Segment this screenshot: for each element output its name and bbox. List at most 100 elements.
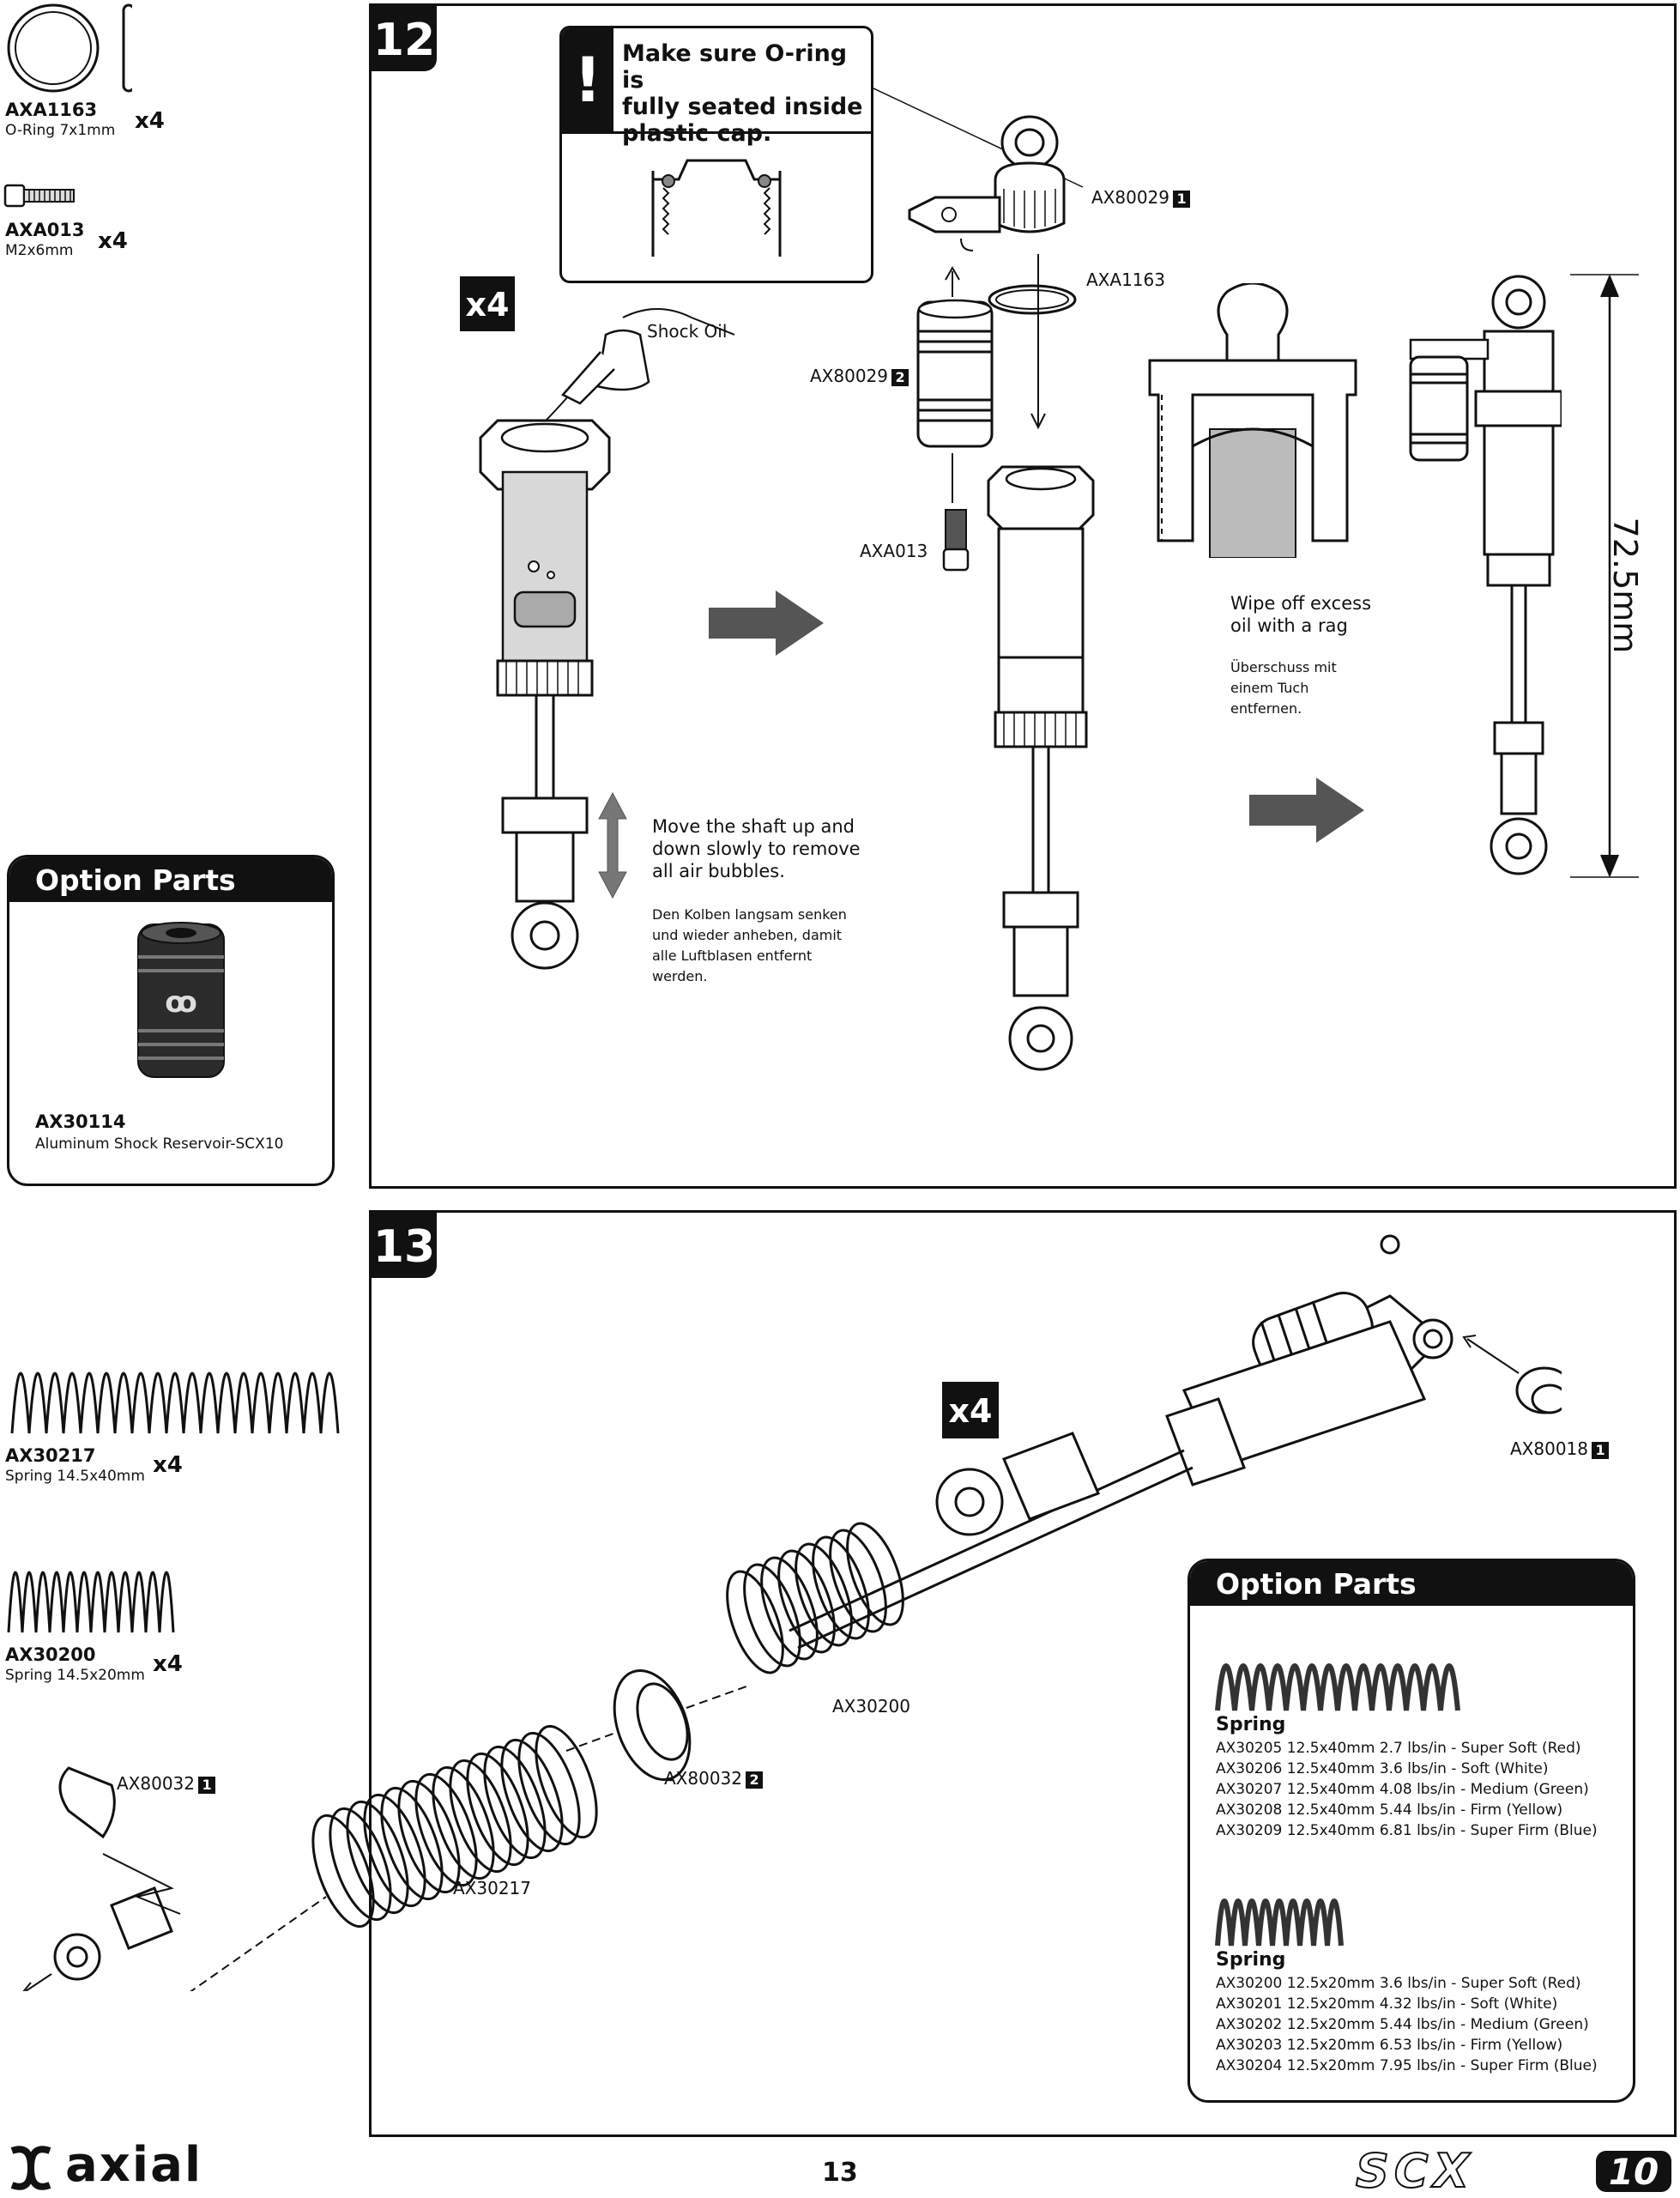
warning-box: ! Make sure O-ring is fully seated insid…	[559, 26, 873, 283]
step-13-frame	[369, 1210, 1677, 2137]
assembled-shock-icon	[1409, 275, 1562, 875]
part-label-text: AX80029	[810, 366, 889, 386]
part-code: AX30200	[5, 1644, 96, 1665]
part-desc: Spring 14.5x40mm	[5, 1468, 145, 1485]
part-label-text: AX80032	[664, 1768, 743, 1789]
model-name: SCX	[1355, 2143, 1475, 2198]
spring-long-icon	[1215, 1663, 1460, 1711]
brand-name: axial	[65, 2137, 203, 2193]
spring-short-icon	[7, 1571, 175, 1633]
part-label-text: AX80029	[1091, 187, 1170, 208]
warning-line: Make sure O-ring is	[622, 40, 848, 94]
instruction-line: alle Luftblasen entfernt	[652, 948, 813, 964]
spring-spec-list-long: AX30205 12.5x40mm 2.7 lbs/in - Super Sof…	[1216, 1738, 1598, 1841]
quantity-badge: x4	[460, 276, 515, 331]
screw-icon	[3, 184, 75, 208]
page-number: 13	[822, 2158, 858, 2188]
part-desc: M2x6mm	[5, 242, 74, 259]
part-ax30217: AX30217 Spring 14.5x40mm x4	[3, 1313, 347, 1485]
part-qty: x4	[153, 1452, 183, 1478]
spring-spec-item: AX30208 12.5x40mm 5.44 lbs/in - Firm (Ye…	[1216, 1801, 1563, 1819]
part-label-text: AX80032	[117, 1773, 196, 1794]
instruction-line: werden.	[652, 968, 708, 984]
part-label-text: AX80018	[1510, 1438, 1589, 1459]
model-number: 10	[1596, 2151, 1671, 2193]
instruction-line: und wieder anheben, damit	[652, 927, 843, 943]
spring-spec-item: AX30206 12.5x40mm 3.6 lbs/in - Soft (Whi…	[1216, 1760, 1549, 1777]
o-ring-part-icon	[988, 284, 1077, 315]
part-label-tag: 2	[746, 1771, 764, 1789]
assembly-arrows-icon	[945, 254, 1046, 503]
part-desc: Spring 14.5x20mm	[5, 1667, 145, 1684]
right-arrow-icon	[1249, 778, 1364, 843]
spring-spec-list-short: AX30200 12.5x20mm 3.6 lbs/in - Super Sof…	[1216, 1973, 1598, 2076]
option-part-code: AX30114	[35, 1111, 126, 1132]
instruction-line: Überschuss mit	[1230, 659, 1337, 675]
spring-assembly-exploded-icon	[22, 1234, 1562, 1991]
instruction-line: Den Kolben langsam senken	[652, 906, 847, 923]
shock-body-assembled-icon	[987, 465, 1095, 1071]
part-qty: x4	[135, 108, 165, 134]
spring-group-heading: Spring	[1216, 1949, 1286, 1971]
part-qty: x4	[98, 228, 128, 254]
axial-logo-icon	[10, 2146, 51, 2190]
spring-spec-item: AX30202 12.5x20mm 5.44 lbs/in - Medium (…	[1216, 2016, 1589, 2033]
part-label-axa013: AXA013	[860, 541, 928, 561]
instruction-line: Wipe off excess	[1230, 593, 1372, 614]
instruction-line: all air bubbles.	[652, 861, 785, 881]
warning-line: fully seated inside	[622, 94, 863, 120]
shock-body-filling-icon	[479, 419, 611, 970]
length-dimension-line	[1570, 274, 1639, 878]
step-12-frame	[369, 3, 1677, 1189]
model-logo: SCX 10	[1339, 2143, 1675, 2198]
part-code: AXA1163	[5, 100, 98, 120]
spring-short-icon	[1215, 1898, 1344, 1947]
shock-cap-exploded-icon	[908, 115, 1066, 251]
warning-icon: !	[562, 28, 613, 131]
part-qty: x4	[153, 1651, 183, 1677]
spring-spec-item: AX30205 12.5x40mm 2.7 lbs/in - Super Sof…	[1216, 1740, 1581, 1757]
quantity-badge: x4	[942, 1382, 999, 1438]
part-label-ax30200: AX30200	[832, 1696, 911, 1717]
move-shaft-instruction-en: Move the shaft up and down slowly to rem…	[652, 815, 861, 882]
part-label-tag: 1	[1173, 190, 1191, 208]
shock-oil-bottle-icon	[545, 308, 734, 421]
spring-spec-item: AX30201 12.5x20mm 4.32 lbs/in - Soft (Wh…	[1216, 1995, 1558, 2013]
cap-cross-section-icon	[651, 159, 782, 257]
part-axa1163: AXA1163 O-Ring 7x1mm x4	[3, 3, 175, 149]
up-down-arrow-icon	[598, 791, 627, 899]
warning-text: Make sure O-ring is fully seated inside …	[622, 40, 871, 147]
option-parts-title: Option Parts	[9, 857, 332, 902]
spring-spec-item: AX30200 12.5x20mm 3.6 lbs/in - Super Sof…	[1216, 1975, 1581, 1992]
wipe-oil-instruction-en: Wipe off excess oil with a rag	[1230, 592, 1371, 637]
o-ring-icon	[7, 3, 132, 93]
part-label-ax30217: AX30217	[453, 1878, 532, 1898]
part-label-tag: 1	[198, 1776, 216, 1794]
spring-long-icon	[10, 1371, 340, 1434]
option-parts-title: Option Parts	[1190, 1561, 1633, 1606]
brand-logo: axial	[5, 2137, 263, 2194]
part-axa013: AXA013 M2x6mm x4	[3, 180, 175, 266]
part-desc: O-Ring 7x1mm	[5, 122, 116, 139]
cap-cutaway-icon	[1148, 283, 1357, 558]
option-parts-panel: Option Parts ꝏ AX30114 Aluminum Shock Re…	[7, 855, 335, 1186]
spring-spec-item: AX30204 12.5x20mm 7.95 lbs/in - Super Fi…	[1216, 2057, 1598, 2074]
screw-part-icon	[942, 509, 970, 572]
spring-group-heading: Spring	[1216, 1714, 1286, 1735]
step-number: 13	[372, 1213, 437, 1278]
instruction-line: Move the shaft up and	[652, 816, 855, 837]
length-measurement-label: 72.5mm	[1606, 517, 1644, 654]
spring-spec-item: AX30209 12.5x40mm 6.81 lbs/in - Super Fi…	[1216, 1822, 1598, 1839]
reservoir-part-icon	[916, 299, 994, 448]
step-number: 12	[372, 6, 437, 71]
option-part-desc: Aluminum Shock Reservoir-SCX10	[35, 1135, 284, 1153]
instruction-line: einem Tuch	[1230, 680, 1309, 696]
spring-spec-item: AX30203 12.5x20mm 6.53 lbs/in - Firm (Ye…	[1216, 2037, 1563, 2054]
part-label-tag: 1	[1592, 1441, 1610, 1459]
instruction-line: entfernen.	[1230, 700, 1302, 717]
